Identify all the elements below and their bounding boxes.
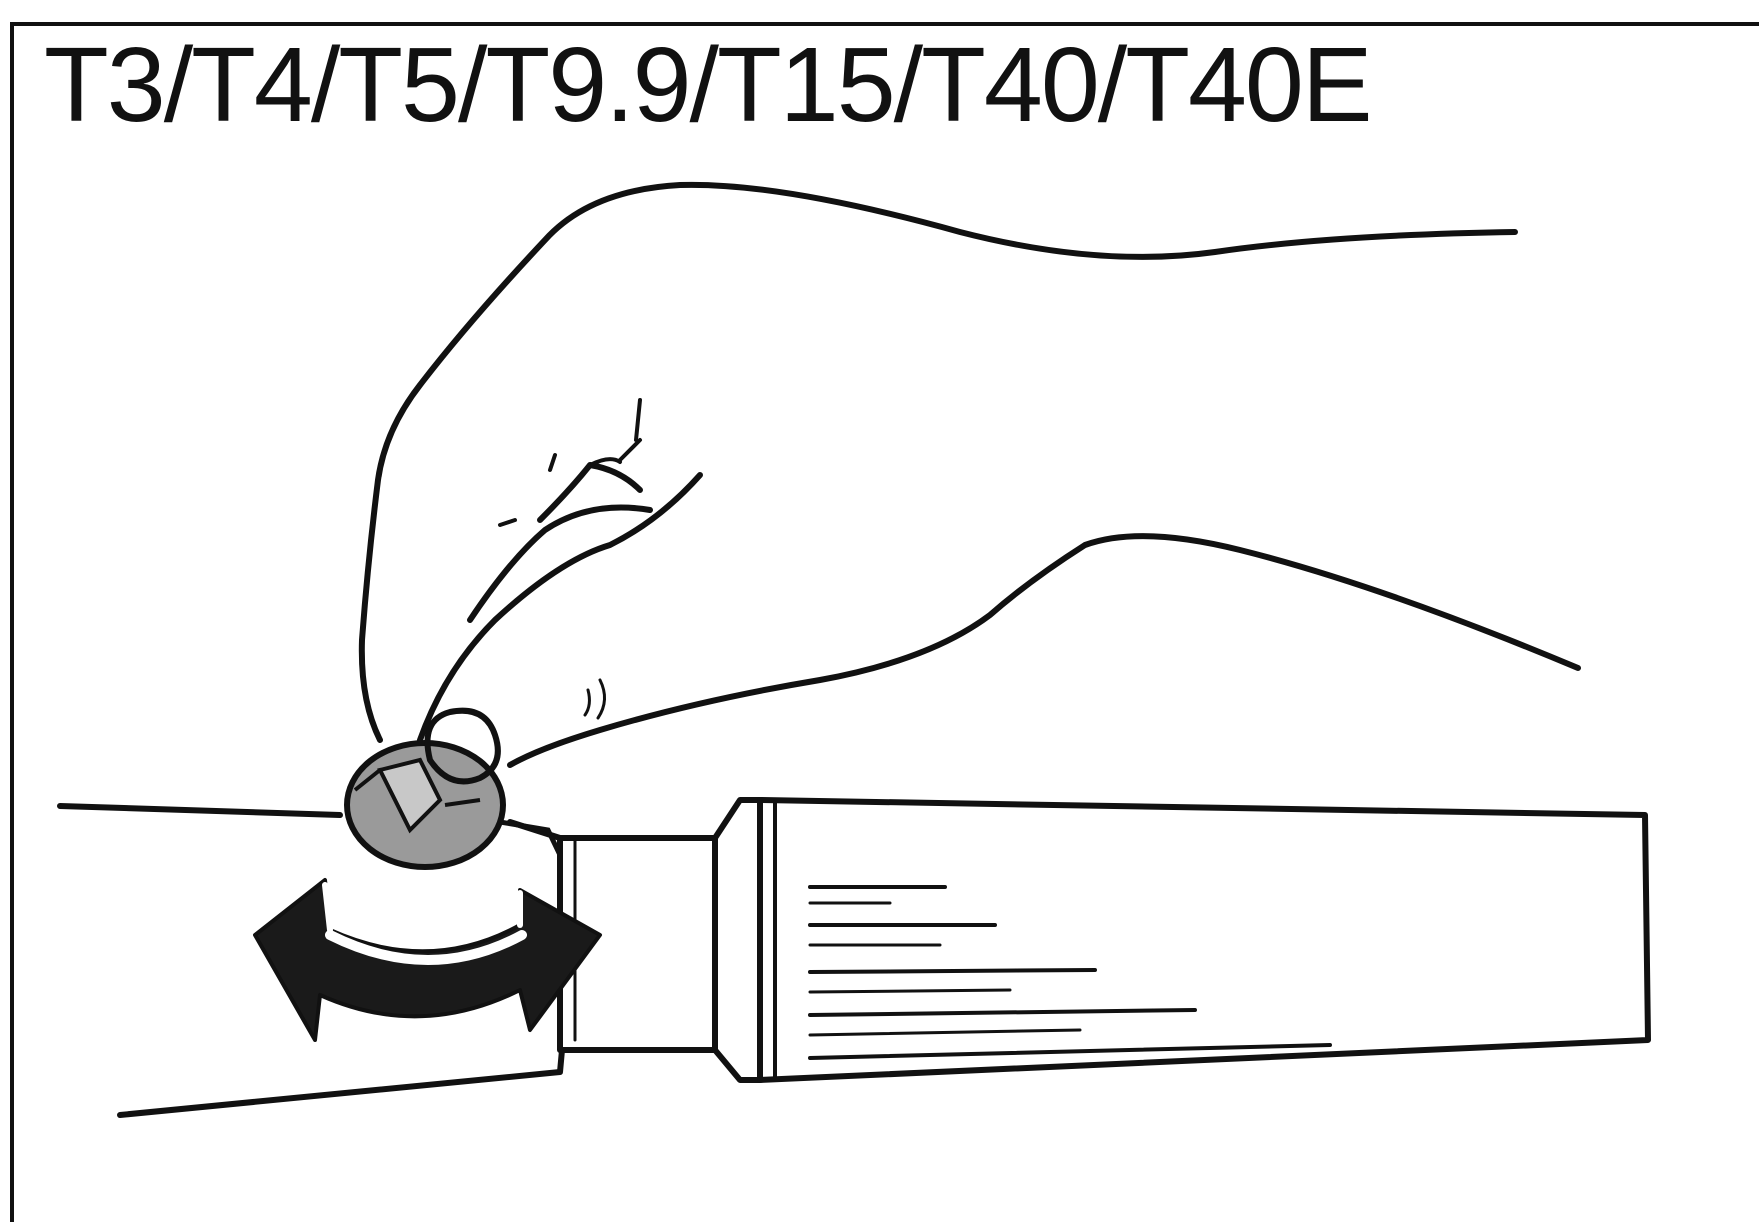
adjustment-knob-icon — [347, 743, 560, 895]
rotate-both-directions-icon — [255, 880, 600, 1040]
hand-icon — [362, 185, 1578, 782]
